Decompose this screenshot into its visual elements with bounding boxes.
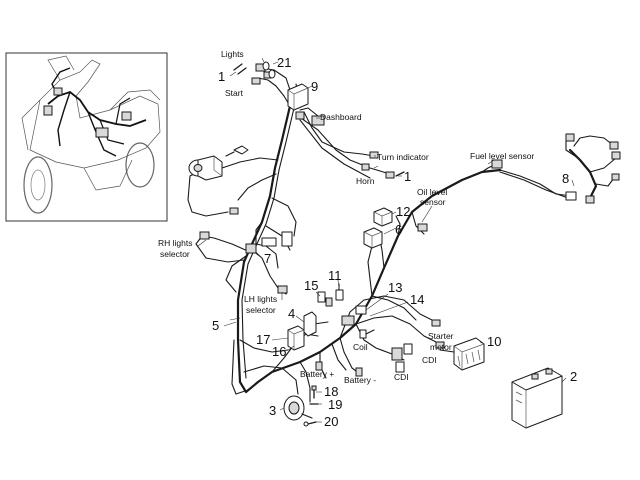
turn-indicator-connectors <box>361 151 395 179</box>
label-starter: Starter <box>428 331 454 341</box>
parts-18-19-20-fasteners <box>303 385 319 427</box>
part-11-fuse <box>335 283 344 301</box>
part-17-bracket <box>287 325 305 351</box>
callout-9: 9 <box>311 79 318 94</box>
callout-2: 2 <box>570 369 577 384</box>
callout-5: 5 <box>212 318 219 333</box>
callout-3: 3 <box>269 403 276 418</box>
part-12-connector <box>373 207 393 227</box>
callout-14: 14 <box>410 292 424 307</box>
part-4-bracket <box>303 311 317 337</box>
label-fuel-level-sensor: Fuel level sensor <box>470 151 534 161</box>
callout-17: 17 <box>256 332 270 347</box>
callout-18: 18 <box>324 384 338 399</box>
callout-13: 13 <box>388 280 402 295</box>
callout-10: 10 <box>487 334 501 349</box>
dashboard-connectors <box>295 111 325 126</box>
part-21-bulbs <box>262 61 276 79</box>
label-horn: Horn <box>356 176 375 186</box>
label-battery-plus: Battery + <box>300 369 334 379</box>
callout-4: 4 <box>288 306 295 321</box>
label-lights: Lights <box>221 49 244 59</box>
scooter-overview-inset <box>5 52 168 222</box>
part-7-connectors <box>245 231 293 254</box>
fuel-sensor-connector <box>491 159 503 169</box>
label-cdi-b: CDI <box>394 372 409 382</box>
part-1-screws-top <box>233 63 247 75</box>
cdi-connectors <box>391 343 413 373</box>
label-lh-selector: selector <box>246 305 276 315</box>
callout-7: 7 <box>264 251 271 266</box>
label-cdi-a: CDI <box>422 355 437 365</box>
label-rh-selector: selector <box>160 249 190 259</box>
label-coil: Coil <box>353 342 368 352</box>
part-9-component <box>287 83 309 111</box>
label-oil-sensor: sensor <box>420 197 446 207</box>
callout-numbers: 21 1 9 1 8 12 6 7 11 15 13 14 4 5 17 16 … <box>212 55 577 429</box>
label-dashboard: Dashboard <box>320 112 362 122</box>
lh-selector-connector <box>277 285 288 294</box>
callout-15: 15 <box>304 278 318 293</box>
label-turn-indicator: Turn indicator <box>377 152 429 162</box>
coil-connector <box>359 329 375 339</box>
callout-11: 11 <box>328 268 342 283</box>
callout-1-top: 1 <box>218 69 225 84</box>
callout-20: 20 <box>324 414 338 429</box>
component-labels: Lights Start Dashboard Turn indicator Ho… <box>158 49 534 385</box>
callout-1-right: 1 <box>404 169 411 184</box>
part-13-14-connectors <box>341 305 445 349</box>
callout-16: 16 <box>272 344 286 359</box>
label-oil-level: Oil level <box>417 187 447 197</box>
leader-lines <box>197 57 575 423</box>
callout-12: 12 <box>396 204 410 219</box>
callout-21: 21 <box>277 55 291 70</box>
battery-terminal-connectors <box>315 361 363 377</box>
callout-6: 6 <box>395 222 402 237</box>
part-15-connectors <box>317 291 333 307</box>
part-8-harness <box>565 133 621 204</box>
oil-sensor-connector <box>417 223 428 232</box>
callout-8: 8 <box>562 171 569 186</box>
main-wiring-harness <box>187 67 573 403</box>
label-battery-minus: Battery - <box>344 375 376 385</box>
label-lh-lights: LH lights <box>244 294 277 304</box>
callout-19: 19 <box>328 397 342 412</box>
label-rh-lights: RH lights <box>158 238 192 248</box>
part-1-screw-right <box>395 171 405 177</box>
part-3-horn <box>283 395 313 421</box>
label-start: Start <box>225 88 244 98</box>
part-2-battery <box>511 367 563 429</box>
rh-selector-connector <box>199 231 210 240</box>
ignition-switch <box>188 145 249 215</box>
part-6-connector <box>363 227 383 249</box>
part-10-regulator <box>439 337 485 371</box>
label-motor: motor <box>430 342 452 352</box>
